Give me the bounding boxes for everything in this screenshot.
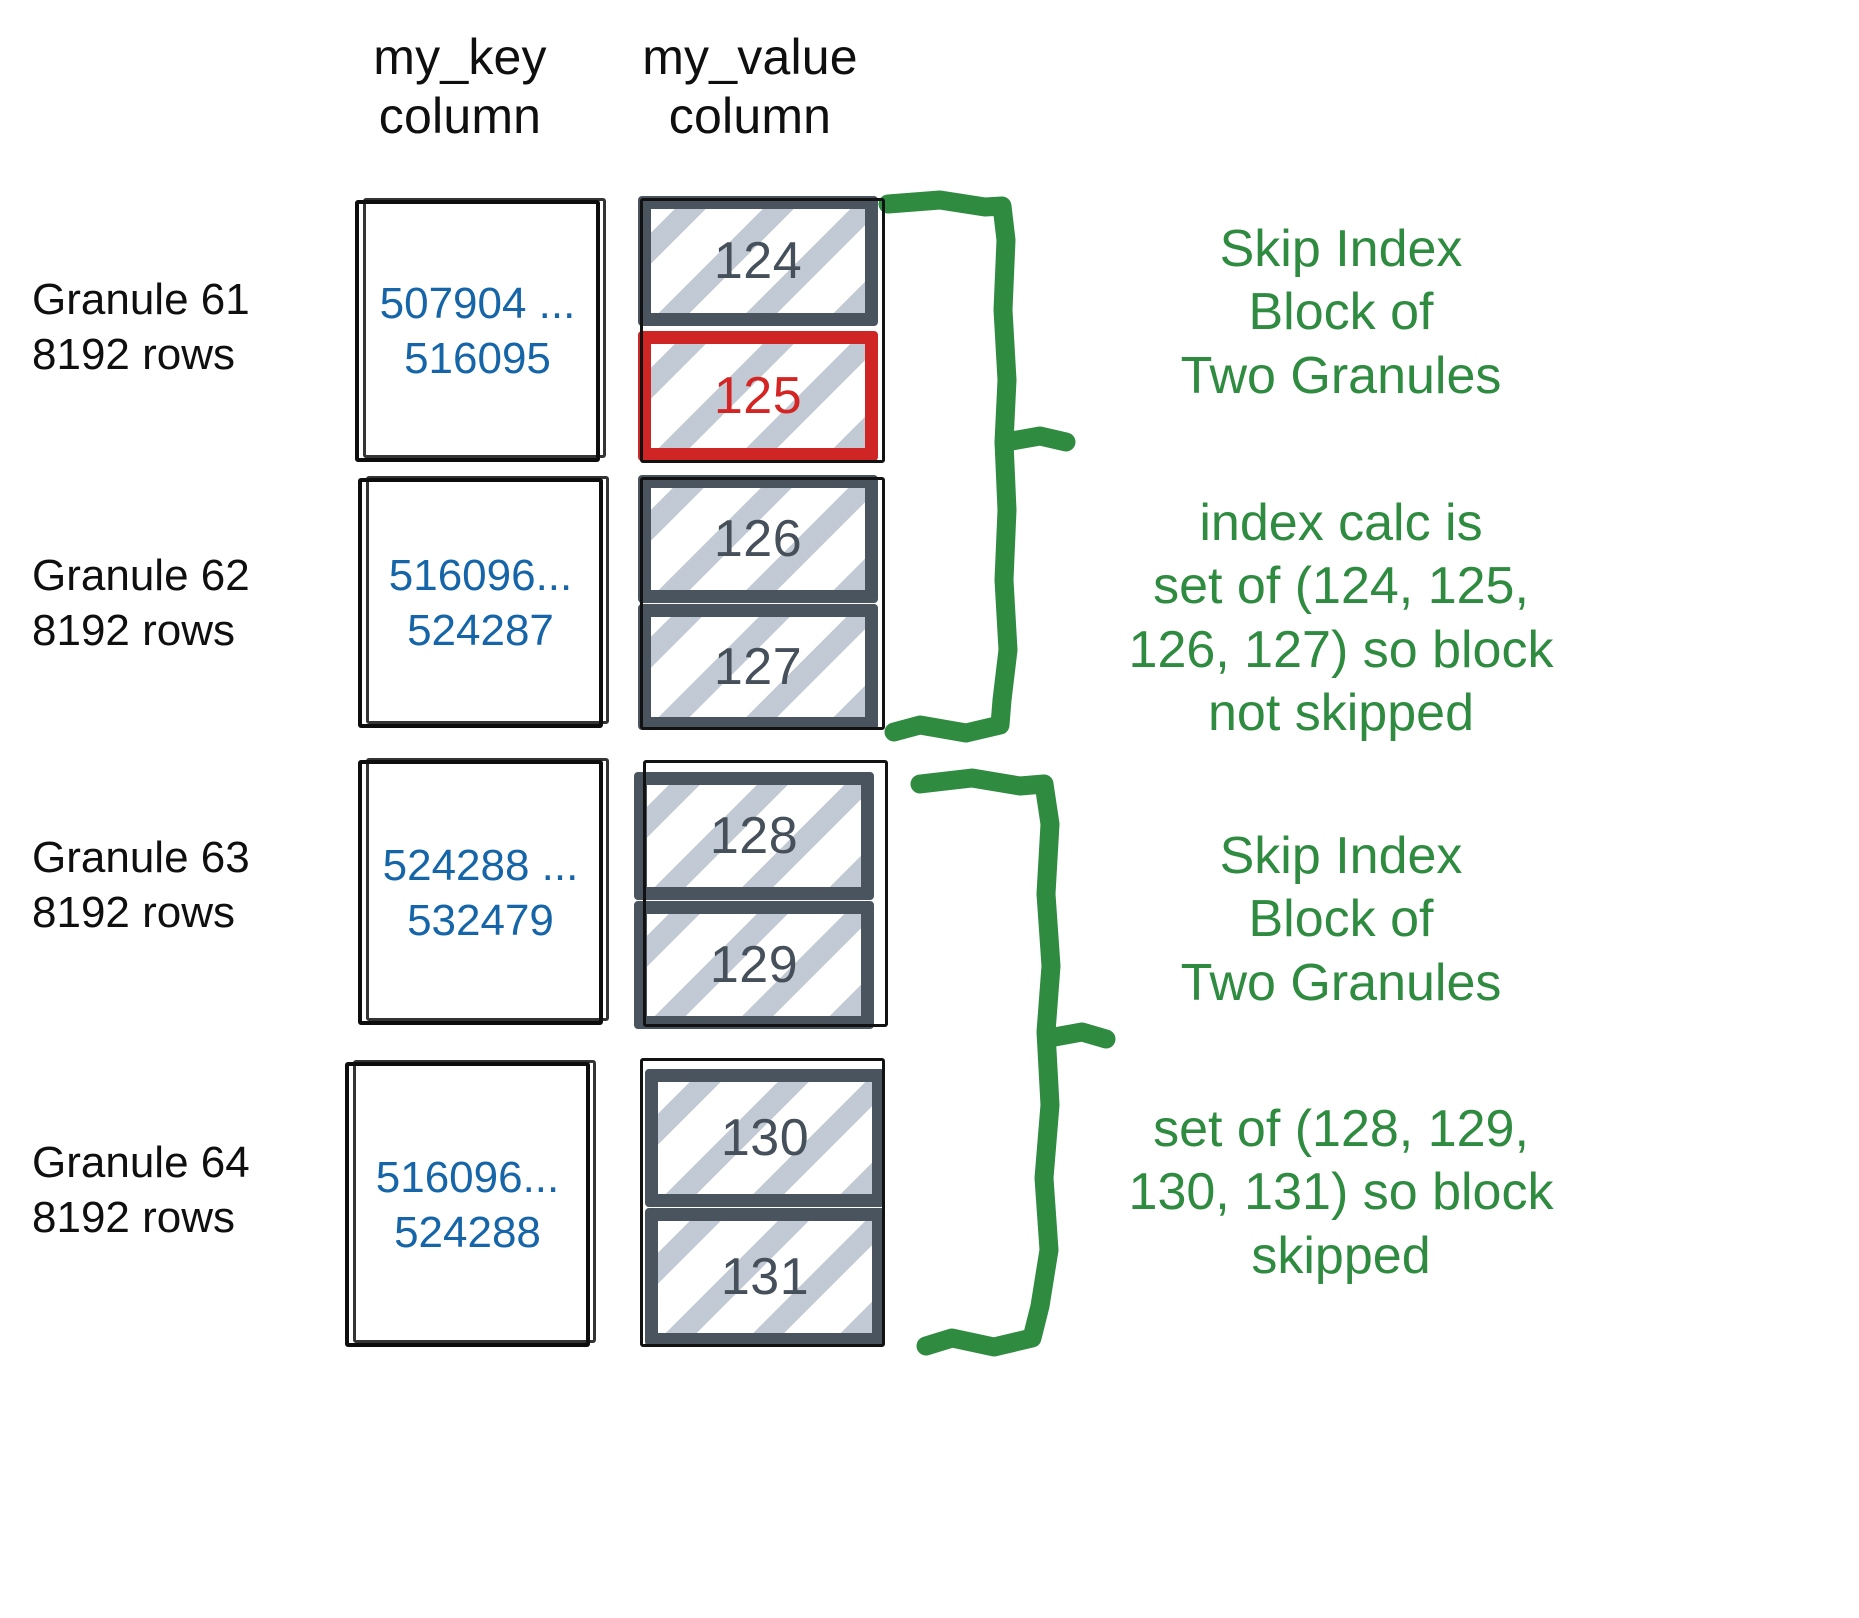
granule-label-61-rows: 8192 rows bbox=[32, 330, 236, 379]
value-cell-125-text: 125 bbox=[713, 367, 803, 425]
value-cell-125-highlighted: 125 bbox=[638, 331, 878, 461]
granule-label-62-name: Granule 62 bbox=[32, 551, 250, 600]
key-range-granule-61-line2: 516095 bbox=[404, 334, 551, 383]
value-cell-126-text: 126 bbox=[713, 510, 803, 568]
annotation-block-2-title-line1: Skip Index bbox=[1219, 827, 1463, 885]
annotation-block-2-title: Skip Index Block of Two Granules bbox=[1096, 825, 1586, 1015]
key-range-granule-62-line1: 516096... bbox=[388, 551, 573, 600]
key-range-granule-62: 516096... 524287 bbox=[362, 548, 599, 658]
granule-label-62-rows: 8192 rows bbox=[32, 606, 236, 655]
annotation-block-2-title-line2: Block of bbox=[1248, 890, 1434, 949]
value-cell-131-text: 131 bbox=[720, 1248, 810, 1306]
annotation-block-1-detail-line3: 126, 127) so block bbox=[1128, 620, 1554, 679]
bracket-block-1 bbox=[878, 180, 1110, 760]
column-header-my-value-line1: my_value bbox=[642, 29, 858, 85]
value-cell-130: 130 bbox=[645, 1069, 885, 1207]
key-range-granule-64-line1: 516096... bbox=[375, 1152, 560, 1202]
annotation-block-2-detail-line3: skipped bbox=[1251, 1226, 1431, 1285]
column-header-my-key-line1: my_key bbox=[373, 29, 547, 85]
key-range-granule-63: 524288 ... 532479 bbox=[362, 838, 599, 948]
annotation-block-1-title: Skip Index Block of Two Granules bbox=[1096, 218, 1586, 408]
key-range-granule-64-line2: 524288 bbox=[394, 1207, 541, 1257]
value-cell-126: 126 bbox=[638, 475, 878, 603]
granule-label-64: Granule 64 8192 rows bbox=[32, 1135, 332, 1245]
column-header-my-value: my_value column bbox=[600, 28, 900, 146]
granule-label-64-rows: 8192 rows bbox=[32, 1193, 236, 1242]
key-range-granule-63-line1: 524288 ... bbox=[382, 840, 579, 890]
annotation-block-1-title-line2: Block of bbox=[1248, 283, 1434, 342]
key-box-granule-61: 507904 ... 516095 bbox=[355, 198, 606, 462]
value-cell-127: 127 bbox=[638, 604, 878, 730]
granule-label-61-name: Granule 61 bbox=[32, 275, 250, 324]
value-cell-128-text: 128 bbox=[709, 807, 799, 865]
annotation-block-2-detail: set of (128, 129, 130, 131) so block ski… bbox=[1086, 1098, 1596, 1288]
value-cell-129-text: 129 bbox=[709, 936, 799, 994]
annotation-block-1-title-line1: Skip Index bbox=[1219, 220, 1463, 278]
granule-label-63-rows: 8192 rows bbox=[32, 888, 236, 937]
value-cell-129: 129 bbox=[634, 901, 874, 1029]
value-cell-127-text: 127 bbox=[713, 638, 803, 696]
annotation-block-2-detail-line1: set of (128, 129, bbox=[1153, 1100, 1529, 1158]
granule-label-64-name: Granule 64 bbox=[32, 1138, 250, 1187]
granule-label-63: Granule 63 8192 rows bbox=[32, 830, 332, 940]
granule-label-62: Granule 62 8192 rows bbox=[32, 548, 332, 658]
value-cell-131: 131 bbox=[645, 1208, 885, 1346]
key-range-granule-61: 507904 ... 516095 bbox=[359, 276, 596, 386]
column-header-my-key-line2: column bbox=[378, 88, 542, 144]
value-cell-128: 128 bbox=[634, 772, 874, 900]
column-header-my-value-line2: column bbox=[668, 88, 832, 144]
annotation-block-1-detail-line1: index calc is bbox=[1199, 494, 1483, 552]
value-cell-124: 124 bbox=[638, 196, 878, 326]
key-box-granule-63: 524288 ... 532479 bbox=[358, 758, 609, 1025]
annotation-block-2-title-line3: Two Granules bbox=[1180, 953, 1502, 1012]
key-range-granule-64: 516096... 524288 bbox=[349, 1150, 586, 1260]
key-box-granule-64: 516096... 524288 bbox=[345, 1060, 596, 1347]
key-range-granule-61-line1: 507904 ... bbox=[379, 279, 576, 328]
key-box-granule-62: 516096... 524287 bbox=[358, 476, 609, 728]
value-cell-130-text: 130 bbox=[720, 1109, 810, 1167]
annotation-block-1-title-line3: Two Granules bbox=[1180, 346, 1502, 405]
key-range-granule-62-line2: 524287 bbox=[407, 606, 554, 655]
key-range-granule-63-line2: 532479 bbox=[407, 895, 554, 945]
granule-label-61: Granule 61 8192 rows bbox=[32, 272, 332, 382]
annotation-block-2-detail-line2: 130, 131) so block bbox=[1128, 1163, 1554, 1222]
annotation-block-1-detail-line4: not skipped bbox=[1208, 684, 1474, 743]
annotation-block-1-detail: index calc is set of (124, 125, 126, 127… bbox=[1086, 492, 1596, 746]
annotation-block-1-detail-line2: set of (124, 125, bbox=[1153, 557, 1529, 616]
granule-label-63-name: Granule 63 bbox=[32, 833, 250, 882]
column-header-my-key: my_key column bbox=[315, 28, 605, 146]
value-cell-124-text: 124 bbox=[713, 232, 803, 290]
